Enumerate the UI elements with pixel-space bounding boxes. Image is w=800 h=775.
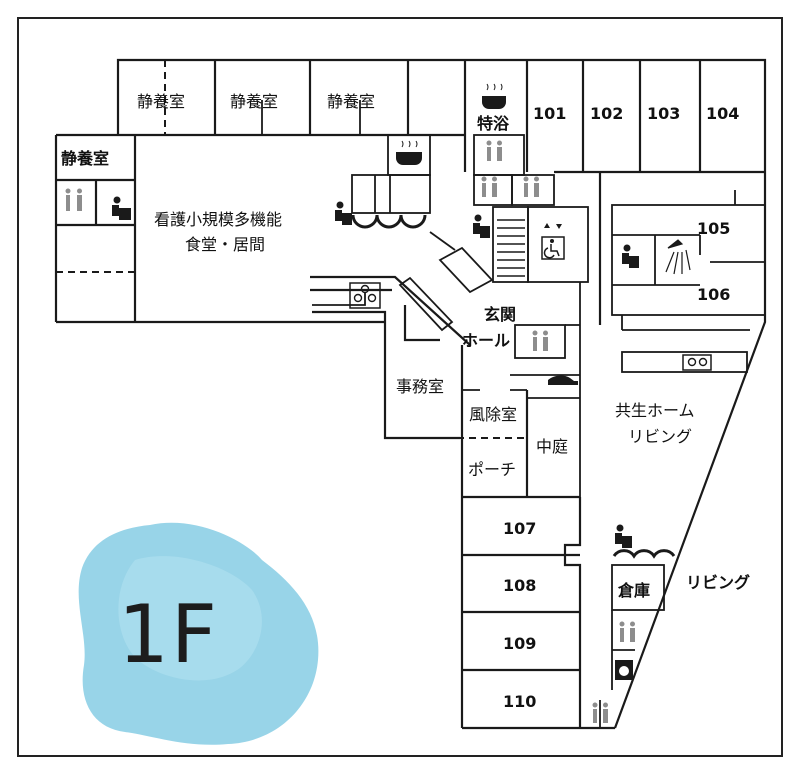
watercolor-highlight	[118, 556, 262, 681]
room-label-storage: 倉庫	[617, 581, 650, 600]
room-number: 107	[503, 519, 536, 538]
room-label-genkan: 玄関	[484, 305, 516, 324]
room-label-windbreak: 風除室	[469, 405, 517, 424]
sink-row-icon	[612, 549, 676, 559]
floor-badge: 1F	[78, 522, 319, 745]
shower-icon	[665, 239, 691, 275]
room-label-hall: ホール	[462, 331, 510, 350]
washing-machine-icon	[615, 660, 633, 680]
room-number: 102	[590, 104, 623, 123]
page-frame	[17, 17, 783, 757]
room-label-shizuyou: 静養室	[230, 92, 278, 111]
room-number: 110	[503, 692, 536, 711]
room-label-shizuyou: 静養室	[137, 92, 185, 111]
room-number: 106	[697, 285, 730, 304]
room-label-kyosei-home: 共生ホーム	[615, 401, 695, 420]
room-number: 105	[697, 219, 730, 238]
room-number: 101	[533, 104, 566, 123]
room-label-dining-living: 食堂・居間	[185, 235, 265, 254]
restroom-icon	[532, 330, 548, 351]
shoes-icon	[548, 375, 578, 385]
room-label-main-hall: 看護小規模多機能	[154, 210, 282, 229]
room-label-shizuyou: 静養室	[61, 149, 109, 168]
walls	[54, 58, 767, 730]
washbasin-icon	[622, 244, 639, 268]
room-label-porch: ポーチ	[468, 460, 516, 479]
floor-label: 1F	[118, 588, 219, 681]
bathtub-icon	[396, 140, 422, 165]
room-labels: 静養室 静養室 静養室 静養室 特浴 看護小規模多機能 食堂・居間 玄関 ホール…	[61, 92, 750, 600]
room-number: 109	[503, 634, 536, 653]
restroom-icon	[65, 188, 82, 211]
stove-icon	[349, 282, 381, 309]
room-label-office: 事務室	[396, 377, 444, 396]
washbasin-icon	[473, 214, 490, 238]
restroom-icon	[592, 702, 608, 723]
accessible-elevator-icon	[541, 223, 565, 260]
restroom-icon	[619, 621, 635, 642]
restroom-icon	[481, 176, 497, 197]
room-label-shizuyou: 静養室	[327, 92, 375, 111]
room-number: 103	[647, 104, 680, 123]
room-numbers: 101 102 103 104 105 106 107 108 109 110	[503, 104, 739, 711]
stove-icon	[682, 354, 712, 371]
restroom-icon	[523, 176, 539, 197]
washbasin-icon	[112, 196, 131, 220]
washbasin-icon	[335, 201, 352, 225]
room-number: 108	[503, 576, 536, 595]
sink-row-icon	[351, 214, 427, 229]
bathtub-icon	[482, 83, 506, 109]
room-label-courtyard: 中庭	[536, 437, 568, 456]
restroom-icon	[486, 140, 502, 161]
room-number: 104	[706, 104, 739, 123]
washbasin-icon	[615, 524, 632, 548]
room-label-kyosei-living: リビング	[628, 427, 692, 446]
room-label-living: リビング	[686, 573, 750, 592]
room-label-tokuyoku: 特浴	[477, 114, 510, 133]
